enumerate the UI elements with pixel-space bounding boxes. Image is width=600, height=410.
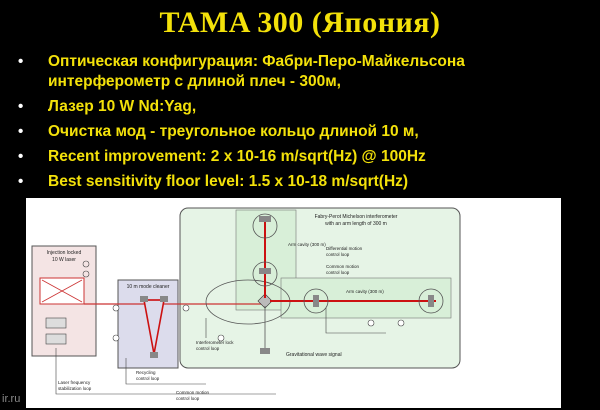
bullet-text: Очистка мод - треугольное кольцо длиной … <box>48 123 419 140</box>
mode-cleaner-label: 10 m mode cleaner <box>127 284 170 290</box>
bullet-text: Best sensitivity floor level: 1.5 x 10-1… <box>48 173 409 190</box>
comm-loop-label: Common motion <box>326 264 360 269</box>
bullet-icon: • <box>18 148 24 165</box>
bullet-text-continued: интерферометр с длиной плеч - 300м, <box>48 73 341 90</box>
common-loop-label: Common motion <box>176 390 210 395</box>
laser-head <box>45 317 67 329</box>
arm-length-east-label: Arm cavity (300 m) <box>346 289 384 294</box>
watermark: ir.ru <box>2 393 21 405</box>
interferometer-loop-label-2: control loop <box>196 346 220 351</box>
tama-optical-diagram: Injection locked 10 W laser 10 m mode cl… <box>26 198 561 408</box>
gw-signal-label: Gravitational wave signal <box>286 352 342 358</box>
arm-length-north-label: Arm cavity (300 m) <box>288 242 326 247</box>
comm-loop-label-2: control loop <box>326 270 350 275</box>
diff-loop-label: Differential motion <box>326 246 363 251</box>
rec-loop-label-2: control loop <box>136 376 160 381</box>
bullet-text: Recent improvement: 2 x 10-16 m/sqrt(Hz)… <box>48 148 426 165</box>
freq-loop-label-2: stabilization loop <box>58 386 92 391</box>
bullet-text: Лазер 10 W Nd:Yag, <box>48 98 197 115</box>
bullet-item: • Best sensitivity floor level: 1.5 x 10… <box>16 172 596 192</box>
bullet-item: • Оптическая конфигурация: Фабри-Перо-Ма… <box>16 52 596 92</box>
bullet-icon: • <box>18 53 24 70</box>
bullet-icon: • <box>18 98 24 115</box>
common-loop-label-2: control loop <box>176 396 200 401</box>
bullet-item: • Лазер 10 W Nd:Yag, <box>16 97 596 117</box>
bullet-icon: • <box>18 173 24 190</box>
bullet-list: • Оптическая конфигурация: Фабри-Перо-Ма… <box>16 52 596 197</box>
freq-loop-label: Laser frequency <box>58 380 91 385</box>
diagram-svg: Injection locked 10 W laser 10 m mode cl… <box>31 207 461 401</box>
diff-loop-label-2: control loop <box>326 252 350 257</box>
bullet-icon: • <box>18 123 24 140</box>
laser-power-label: 10 W laser <box>52 257 76 263</box>
laser-box-label: Injection locked <box>47 250 82 256</box>
slide-title: TAMA 300 (Япония) <box>159 6 441 39</box>
fp-box-subtitle: with an arm length of 300 m <box>325 221 387 227</box>
bullet-text: Оптическая конфигурация: Фабри-Перо-Майк… <box>48 53 465 70</box>
bullet-item: • Очистка мод - треугольное кольцо длино… <box>16 122 596 142</box>
beam-splitter <box>257 293 273 309</box>
fp-box-title: Fabry-Perot Michelson interferometer <box>315 214 398 220</box>
interferometer-loop-label: Interferometer lock <box>196 340 234 345</box>
bullet-item: • Recent improvement: 2 x 10-16 m/sqrt(H… <box>16 147 596 167</box>
rec-loop-label: Recycling <box>136 370 156 375</box>
